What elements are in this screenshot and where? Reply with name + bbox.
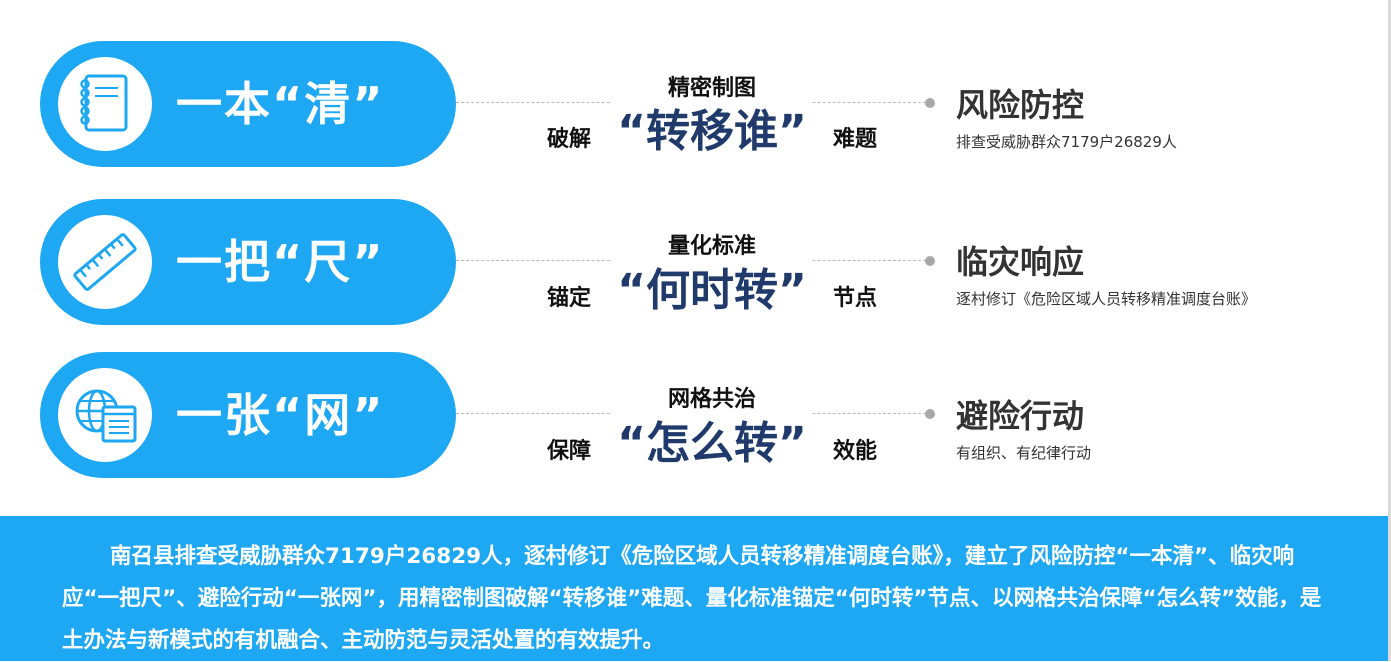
pill-title: 一把“尺” [176, 235, 385, 289]
right-edge-bar [1388, 0, 1391, 661]
method-label: 精密制图 [612, 75, 812, 103]
summary-band: 南召县排查受威胁群众7179户26829人，逐村修订《危险区域人员转移精准调度台… [0, 516, 1388, 661]
action-verb: 破解 [546, 127, 591, 152]
connector-dot [925, 98, 935, 108]
icon-circle [58, 57, 152, 151]
connector-dot [925, 256, 935, 266]
method-label: 量化标准 [612, 233, 812, 261]
notebook-icon [80, 74, 128, 132]
globe-window-icon [75, 389, 137, 443]
action-verb: 锚定 [546, 286, 591, 311]
key-question: “怎么转” [617, 418, 807, 469]
action-verb: 保障 [546, 439, 591, 464]
icon-circle [58, 368, 152, 462]
action-object: 难题 [832, 127, 877, 152]
pill-title: 一张“网” [176, 388, 385, 442]
pill-title: 一本“清” [176, 77, 385, 131]
action-object: 效能 [832, 439, 877, 464]
pill-yiben-qing: 一本“清” [40, 41, 456, 167]
pill-yizhang-wang: 一张“网” [40, 352, 456, 478]
result-title: 避险行动 [956, 397, 1085, 435]
action-object: 节点 [832, 286, 877, 311]
result-subtitle: 逐村修订《危险区域人员转移精准调度台账》 [956, 290, 1257, 308]
ruler-icon [73, 233, 137, 291]
result-subtitle: 排查受威胁群众7179户26829人 [956, 133, 1177, 151]
icon-circle [58, 215, 152, 309]
key-question: “转移谁” [617, 106, 807, 157]
key-question: “何时转” [617, 265, 807, 316]
connector-dot [925, 409, 935, 419]
method-label: 网格共治 [612, 386, 812, 414]
summary-text: 南召县排查受威胁群众7179户26829人，逐村修订《危险区域人员转移精准调度台… [62, 544, 1322, 653]
result-title: 临灾响应 [956, 243, 1085, 281]
result-subtitle: 有组织、有纪律行动 [956, 444, 1092, 462]
pill-yiba-chi: 一把“尺” [40, 199, 456, 325]
result-title: 风险防控 [956, 86, 1085, 124]
